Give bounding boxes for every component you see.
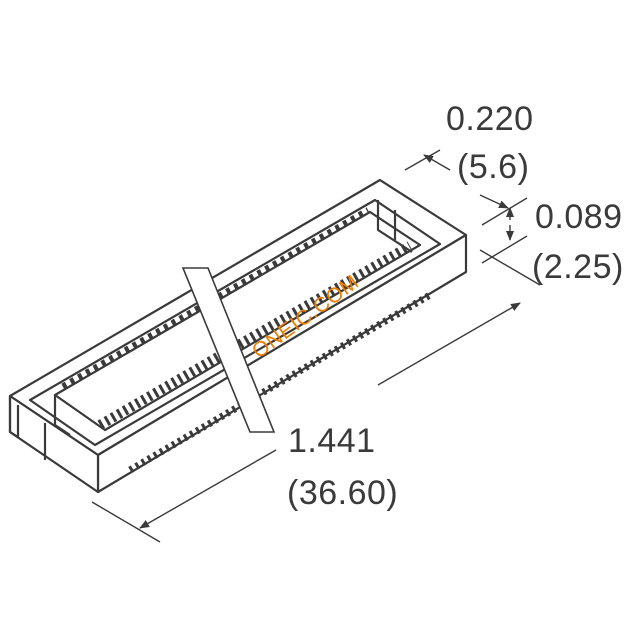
dimension-lines xyxy=(91,149,541,543)
solder-tail-row xyxy=(128,291,432,474)
height-mm-label: (2.25) xyxy=(532,248,624,286)
depth-mm-label: (5.6) xyxy=(457,148,530,186)
length-inch-label: 1.441 xyxy=(288,422,376,460)
connector-body xyxy=(8,178,468,494)
length-mm-label: (36.60) xyxy=(287,474,399,512)
height-inch-label: 0.089 xyxy=(535,198,623,236)
break-band xyxy=(181,267,276,433)
depth-inch-label: 0.220 xyxy=(446,100,534,138)
